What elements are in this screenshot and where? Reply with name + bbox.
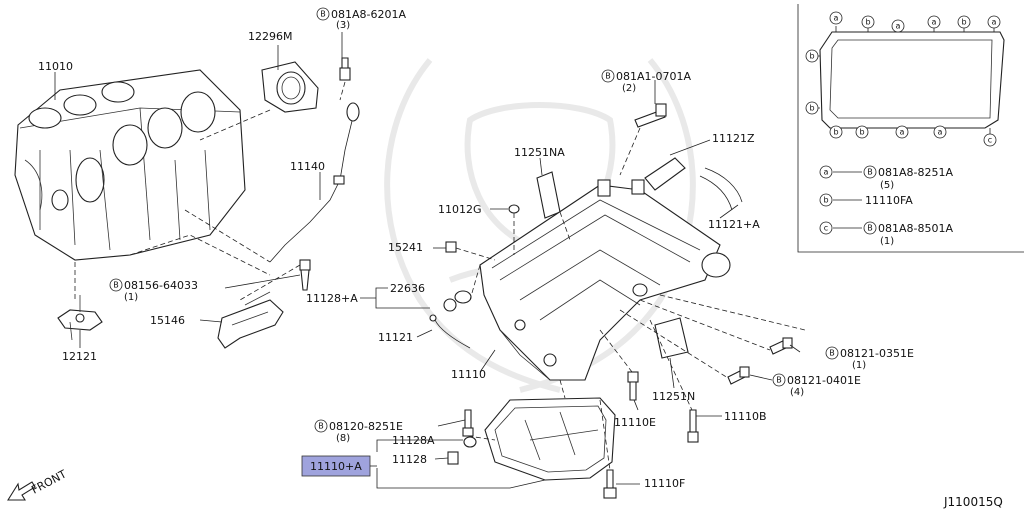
svg-text:11110FA: 11110FA xyxy=(865,194,913,207)
bolt-0351e-illustration xyxy=(769,337,793,355)
svg-text:(2): (2) xyxy=(622,83,636,94)
svg-text:(3): (3) xyxy=(336,20,350,31)
bolt-0401e-illustration xyxy=(727,366,750,385)
svg-text:(1): (1) xyxy=(852,360,866,371)
label-12121: 12121 xyxy=(62,350,97,363)
svg-text:b: b xyxy=(809,52,814,61)
label-11110b: 11110B xyxy=(724,410,767,423)
svg-text:(5): (5) xyxy=(880,180,894,191)
label-081a1-0701a: 081A1-0701A xyxy=(616,70,691,83)
label-11128: 11128 xyxy=(392,453,427,466)
bolt-64033-illustration xyxy=(299,259,311,291)
svg-text:081A8-8251A: 081A8-8251A xyxy=(878,166,953,179)
svg-text:b: b xyxy=(865,18,870,27)
plug-11128-illustration xyxy=(447,436,477,465)
cylinder-block-illustration xyxy=(14,69,246,261)
front-label: FRONT xyxy=(29,467,69,496)
sensor-15241-illustration xyxy=(445,241,457,253)
svg-text:B: B xyxy=(776,376,782,385)
label-11010: 11010 xyxy=(38,60,73,73)
part-labels: 11010 12296M B 081A8-6201A (3) 11140 B 0… xyxy=(29,7,1003,509)
svg-text:b: b xyxy=(859,128,864,137)
label-11121a: 11121+A xyxy=(708,218,760,231)
gasket-inset-panel xyxy=(797,4,1024,253)
label-11128a: 11128A xyxy=(392,434,435,447)
svg-text:B: B xyxy=(318,422,324,431)
gasket-11251na-illustration xyxy=(536,171,561,219)
svg-text:c: c xyxy=(988,136,992,145)
label-11110a: 11110+A xyxy=(310,460,362,473)
label-08121-0351e: 08121-0351E xyxy=(840,347,914,360)
svg-text:a: a xyxy=(834,14,839,23)
svg-text:b: b xyxy=(809,104,814,113)
label-081a8-6201a: 081A8-6201A xyxy=(331,8,406,21)
svg-text:a: a xyxy=(824,168,829,177)
plug-11012g-illustration xyxy=(508,204,520,214)
gasket-callouts: a b a a b a b b b b a a c xyxy=(805,11,1001,147)
baffle-11121a-illustration xyxy=(699,167,743,211)
svg-text:a: a xyxy=(992,18,997,27)
svg-text:B: B xyxy=(829,349,835,358)
label-08121-0401e: 08121-0401E xyxy=(787,374,861,387)
tube-11121z-illustration xyxy=(644,157,686,191)
upper-oil-pan-11110-illustration xyxy=(479,179,731,381)
leader-lines xyxy=(54,32,801,489)
label-15241: 15241 xyxy=(388,241,423,254)
svg-text:(4): (4) xyxy=(790,387,804,398)
diagram-code: J110015Q xyxy=(943,495,1003,509)
label-11110f: 11110F xyxy=(644,477,685,490)
svg-text:B: B xyxy=(113,281,119,290)
label-11128a-group: 11128+A xyxy=(306,292,358,305)
svg-text:a: a xyxy=(900,128,905,137)
svg-text:b: b xyxy=(961,18,966,27)
svg-text:(8): (8) xyxy=(336,433,350,444)
bolt-11110b-illustration xyxy=(687,409,699,443)
svg-text:a: a xyxy=(938,128,943,137)
label-11251na: 11251NA xyxy=(514,146,565,159)
label-11012g: 11012G xyxy=(438,203,482,216)
bolt-11110e-illustration xyxy=(627,371,639,401)
bolt-8251e-illustration xyxy=(462,409,474,437)
bolt-11110f-illustration xyxy=(603,469,617,499)
lower-oil-pan-11110a-illustration xyxy=(484,397,616,481)
label-11110e: 11110E xyxy=(614,416,656,429)
svg-text:B: B xyxy=(867,224,873,233)
label-11110: 11110 xyxy=(451,368,486,381)
drain-plug-22636-illustration xyxy=(443,290,472,312)
tube-11121-illustration xyxy=(429,314,471,349)
bolt-0701a-illustration xyxy=(634,103,667,128)
gasket-legend: a B 081A8-8251A (5) b 11110FA c B 081A8-… xyxy=(819,165,953,247)
bracket-15146-illustration xyxy=(217,291,284,349)
label-11251n: 11251N xyxy=(652,390,695,403)
svg-text:b: b xyxy=(833,128,838,137)
front-arrow-icon xyxy=(7,481,36,501)
svg-text:c: c xyxy=(824,224,828,233)
svg-text:081A8-8501A: 081A8-8501A xyxy=(878,222,953,235)
label-08156-64033: 08156-64033 xyxy=(124,279,198,292)
label-12296m: 12296M xyxy=(248,30,292,43)
gasket-11251n-illustration xyxy=(654,317,689,359)
svg-text:(1): (1) xyxy=(124,292,138,303)
svg-text:b: b xyxy=(823,196,828,205)
oil-seal-12296m-illustration xyxy=(261,61,319,113)
label-08120-8251e: 08120-8251E xyxy=(329,420,403,433)
dipstick-11140-illustration xyxy=(269,102,360,263)
assembly-dashed-lines xyxy=(74,81,806,471)
svg-text:B: B xyxy=(320,10,326,19)
label-11121: 11121 xyxy=(378,331,413,344)
bracket-12121-illustration xyxy=(57,295,103,341)
label-15146: 15146 xyxy=(150,314,185,327)
bolt-6201a-illustration xyxy=(339,57,351,81)
label-22636: 22636 xyxy=(390,282,425,295)
svg-text:(1): (1) xyxy=(880,236,894,247)
svg-text:B: B xyxy=(605,72,611,81)
svg-text:a: a xyxy=(932,18,937,27)
label-11121z: 11121Z xyxy=(712,132,755,145)
label-11140: 11140 xyxy=(290,160,325,173)
svg-text:a: a xyxy=(896,22,901,31)
svg-text:B: B xyxy=(867,168,873,177)
